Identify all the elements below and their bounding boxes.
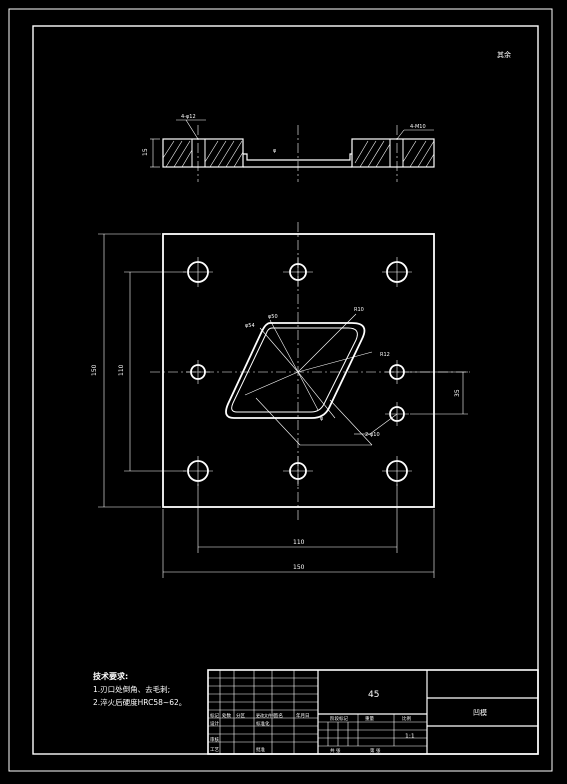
label-center: φ: [320, 416, 324, 422]
label-r-top: R10: [354, 307, 364, 313]
label-hole-r: 2-φ10: [365, 432, 380, 438]
tb-ratio-label: 比例: [402, 715, 411, 722]
tb-row3-col0: 工艺: [210, 747, 219, 753]
tb-material: 45: [368, 690, 379, 700]
tb-row1-col0: 设计: [210, 720, 219, 727]
tb-scale: 1:1: [405, 733, 415, 740]
section-label-right: 4-M10: [410, 124, 426, 130]
tb-sheet-b: 第 张: [370, 747, 381, 754]
section-label-left: 4-φ12: [181, 114, 196, 120]
dim-bottom-inner: 110: [293, 539, 305, 546]
dim-left-inner: 110: [118, 364, 125, 376]
tb-row0-col0: 标记: [210, 712, 219, 719]
section-label-center: φ: [273, 148, 277, 154]
tb-row0-col4: 签名: [274, 712, 283, 719]
label-phi-a: φ54: [245, 323, 255, 329]
tech-notes: 技术要求: 1.刃口处倒角、去毛刺; 2.淬火后硬度HRC58~62。: [93, 671, 186, 707]
tb-stage-label: 阶段标记: [330, 715, 348, 722]
section-height-label: 15: [142, 148, 149, 156]
outer-border: [8, 8, 553, 772]
tb-row0-col5: 年月日: [296, 712, 310, 719]
tb-row0-col3: 更改文件号: [256, 712, 276, 718]
tb-row1-col3: 标准化: [256, 720, 270, 727]
label-r-right: R12: [380, 352, 390, 358]
tb-row0-col1: 处数: [222, 712, 231, 719]
plan-view: φ54 φ50 R10 R12 φ 2-φ10 150 110 110 150: [91, 222, 470, 578]
note-2: 2.淬火后硬度HRC58~62。: [93, 697, 186, 707]
tb-row2-col0: 审核: [210, 736, 219, 743]
plate-outline: [162, 233, 435, 508]
tb-part-name: 凹模: [473, 708, 487, 717]
note-1: 1.刃口处倒角、去毛刺;: [93, 684, 170, 694]
tb-row3-col3: 批准: [256, 746, 265, 753]
notes-title: 技术要求:: [93, 671, 128, 681]
tb-sheet-a: 共 张: [330, 747, 341, 754]
dim-bottom-outer: 150: [293, 564, 305, 571]
section-view: 15 4-φ12 4-M10 φ: [142, 114, 435, 182]
title-block: 标记 处数 分区 更改文件号 签名 年月日 设计 标准化 审核 工艺 批准 45…: [207, 669, 539, 755]
dim-left-outer: 150: [91, 364, 98, 376]
corner-note: 其余: [497, 50, 511, 59]
tb-row0-col2: 分区: [236, 712, 245, 719]
label-phi-b: φ50: [268, 314, 278, 320]
dim-right: 35: [454, 389, 461, 397]
inner-border: [32, 25, 539, 755]
tb-weight-label: 重量: [365, 715, 374, 722]
